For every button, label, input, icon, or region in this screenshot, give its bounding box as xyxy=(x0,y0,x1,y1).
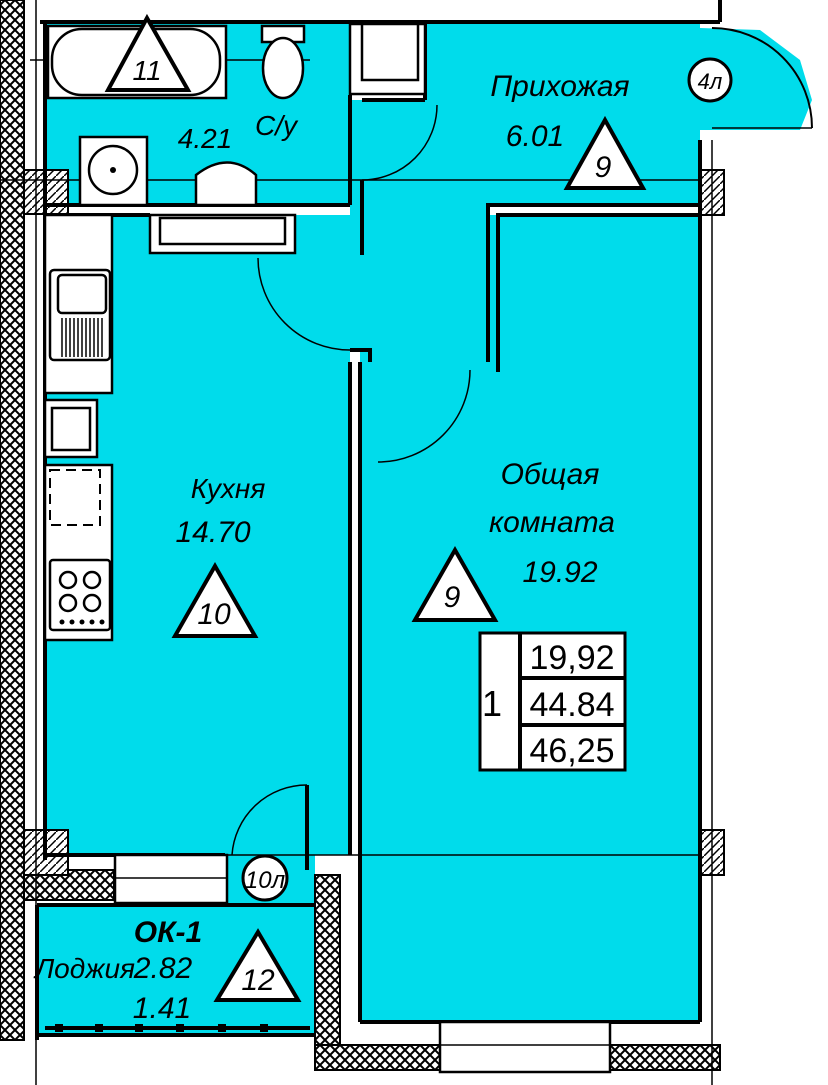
loggia-right-wall-hatch xyxy=(314,874,341,1051)
living-area-total: 19,92 xyxy=(529,639,614,677)
living-name-line2: комната xyxy=(489,506,615,539)
room-labels: 4.21 С/у Прихожая 6.01 Кухня 14.70 Общая… xyxy=(33,70,630,1025)
marker-triangle-loggia xyxy=(213,928,302,1002)
living-window xyxy=(438,1020,612,1074)
living-area xyxy=(362,215,700,1020)
toilet-icon xyxy=(261,36,305,100)
outer-walls xyxy=(0,0,725,1085)
kitchen-door-swing xyxy=(257,257,351,351)
kitchen-fixtures xyxy=(43,213,114,642)
loggia-door-swing xyxy=(231,784,308,856)
windows xyxy=(45,853,612,1074)
left-wall-hatch xyxy=(0,0,25,1041)
total-area-with-loggia: 46,25 xyxy=(529,732,614,770)
loggia-name: Лоджия xyxy=(33,953,135,984)
living-door-swing xyxy=(377,369,471,463)
living-bottom-wall-hatch-2 xyxy=(609,1044,721,1071)
marker-bathroom: 11 xyxy=(132,55,161,86)
window-tag-hallway: 4л xyxy=(698,69,723,94)
kitchen-name: Кухня xyxy=(191,473,266,504)
window-tag-kitchen: 10л xyxy=(245,867,286,894)
marker-loggia: 12 xyxy=(241,964,275,997)
doors xyxy=(231,27,813,870)
apartment-summary: 1 19,92 44.84 46,25 xyxy=(478,631,627,772)
hallway-area-value: 6.01 xyxy=(506,120,564,153)
living-area-value: 19.92 xyxy=(522,556,597,589)
bathroom-area-value: 4.21 xyxy=(178,123,233,154)
loggia-area-value: 2.82 xyxy=(133,952,193,985)
marker-hallway: 9 xyxy=(595,151,612,184)
loggia-reduced-area: 1.41 xyxy=(133,992,191,1025)
marker-triangle-kitchen xyxy=(171,561,259,638)
marker-living: 9 xyxy=(444,581,461,614)
living-name-line1: Общая xyxy=(501,458,600,491)
washbasin-icon xyxy=(194,161,258,207)
bathroom-name: С/у xyxy=(255,110,299,141)
marker-triangle-hallway xyxy=(563,115,647,190)
markers: 11 9 10 9 12 4л 10л xyxy=(104,13,733,1002)
total-area: 44.84 xyxy=(529,686,614,724)
kitchen-window xyxy=(113,853,229,905)
marker-triangle-bathroom xyxy=(104,13,192,92)
kitchen-area-value: 14.70 xyxy=(175,516,250,549)
hallway-area xyxy=(290,24,700,372)
hallway-door-leaf xyxy=(700,28,812,130)
window-tag-circle-hallway xyxy=(687,57,733,103)
bathroom-door-swing xyxy=(361,104,438,181)
hallway-name: Прихожая xyxy=(490,70,629,103)
marker-triangle-living xyxy=(411,545,499,622)
sink-drainer xyxy=(61,318,103,357)
marker-kitchen: 10 xyxy=(197,598,231,631)
loggia-window-code: ОК-1 xyxy=(134,916,202,949)
rooms-count: 1 xyxy=(482,683,502,724)
living-bottom-wall-hatch xyxy=(314,1044,441,1071)
entrance-door-swing xyxy=(711,27,813,129)
stove-icon xyxy=(48,558,112,632)
window-tag-circle-kitchen xyxy=(241,854,289,902)
